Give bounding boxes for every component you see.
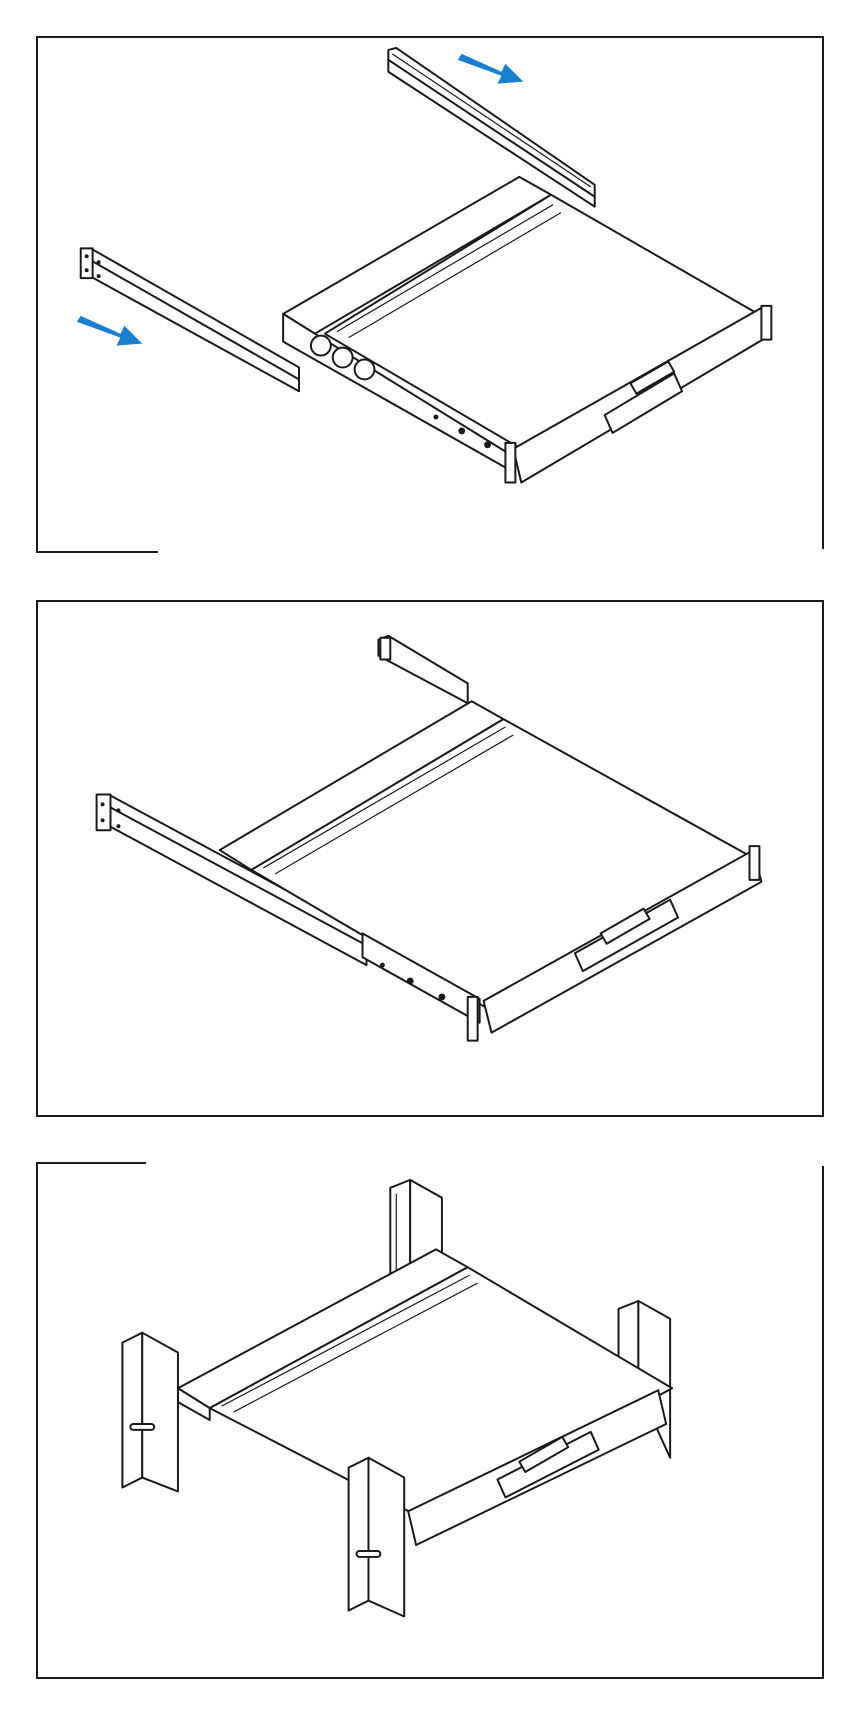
step-1-panel (36, 36, 852, 555)
console-tray (282, 175, 773, 484)
step-3-drawing (121, 1178, 674, 1618)
step-3-panel (36, 1160, 846, 1679)
rear-rail-left (79, 247, 301, 393)
step-2-panel (36, 600, 824, 1117)
rack-post-front-right (347, 1456, 406, 1618)
console-tray (176, 1248, 674, 1547)
rear-rail-left (95, 793, 368, 967)
rear-rail-right (387, 46, 596, 208)
console-tray (218, 700, 763, 1042)
slide-arrow-left (76, 315, 143, 346)
rack-post-front-left (121, 1331, 179, 1493)
step-2-drawing (95, 634, 763, 1042)
step-1-drawing (76, 46, 773, 484)
rear-rail-right (377, 634, 469, 705)
slide-arrow-right (457, 53, 524, 84)
